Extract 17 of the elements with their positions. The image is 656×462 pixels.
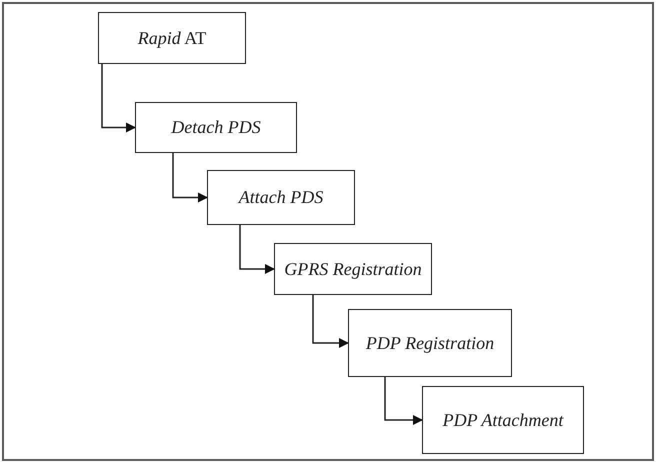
- arrow: [312, 295, 349, 348]
- arrow: [384, 377, 423, 425]
- step-label: PDP Attachment: [442, 410, 564, 430]
- arrow: [172, 153, 208, 202]
- process-box: [207, 170, 355, 225]
- process-box: [98, 12, 246, 64]
- step-label: Rapid AT: [138, 28, 206, 48]
- arrow: [101, 64, 136, 132]
- step-label: PDP Registration: [366, 332, 494, 354]
- process-box: [135, 102, 297, 153]
- process-box: [348, 309, 512, 377]
- arrow: [239, 225, 275, 274]
- process-box: [274, 243, 432, 295]
- step-label: GPRS Registration: [284, 258, 422, 280]
- step-label: Attach PDS: [238, 187, 324, 208]
- process-box: [422, 386, 584, 454]
- step-label: Detach PDS: [171, 117, 261, 138]
